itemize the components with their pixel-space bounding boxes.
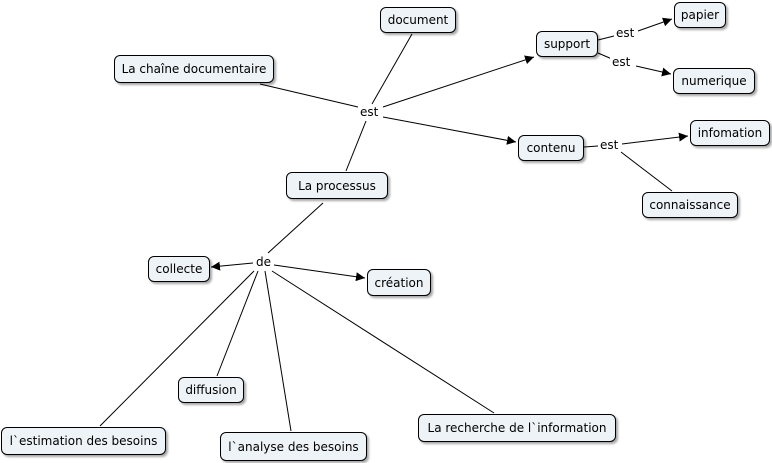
arrow-de-to-creation (273, 264, 366, 282)
node-document[interactable]: document (380, 7, 456, 33)
link-label-est-numerique: est (610, 55, 633, 69)
node-diffusion[interactable]: diffusion (178, 377, 244, 403)
node-creation[interactable]: création (367, 269, 431, 296)
link-label-de: de (254, 255, 273, 269)
arrow-est-to-numerique (635, 65, 672, 77)
link-support-to-est-papier (597, 35, 615, 41)
link-de-to-estimation (99, 270, 255, 427)
link-contenu-to-est (583, 145, 599, 148)
link-est-to-connaissance (620, 151, 673, 192)
arrow-est-to-contenu (382, 116, 517, 145)
arrow-de-to-collecte (210, 261, 254, 271)
arrow-est-to-support (382, 55, 535, 108)
link-label-est-papier: est (614, 26, 637, 40)
node-infomation[interactable]: infomation (690, 120, 770, 146)
link-processus-to-de (267, 202, 324, 254)
node-processus[interactable]: La processus (286, 172, 388, 199)
node-recherche-information[interactable]: La recherche de l`information (418, 414, 616, 442)
node-contenu[interactable]: contenu (518, 135, 584, 161)
link-label-est-main: est (358, 105, 381, 119)
link-processus-to-est (345, 120, 367, 172)
node-numerique[interactable]: numerique (673, 68, 755, 94)
link-de-to-recherche (271, 270, 495, 414)
link-de-to-diffusion (216, 270, 259, 377)
link-support-to-est-numerique (597, 52, 613, 60)
arrow-est-to-papier (637, 17, 673, 32)
arrow-est-to-infomation (621, 132, 689, 145)
node-estimation-besoins[interactable]: l`estimation des besoins (1, 427, 166, 455)
link-chaine-to-est (259, 83, 359, 108)
node-collecte[interactable]: collecte (148, 256, 210, 282)
node-support[interactable]: support (536, 31, 598, 57)
node-papier[interactable]: papier (674, 2, 726, 28)
node-connaissance[interactable]: connaissance (642, 192, 738, 218)
node-analyse-besoins[interactable]: l`analyse des besoins (220, 432, 367, 461)
link-document-to-est (371, 33, 413, 105)
node-chaine-documentaire[interactable]: La chaîne documentaire (114, 55, 274, 83)
link-de-to-analyse (264, 270, 292, 432)
link-label-est-contenu: est (598, 138, 621, 152)
